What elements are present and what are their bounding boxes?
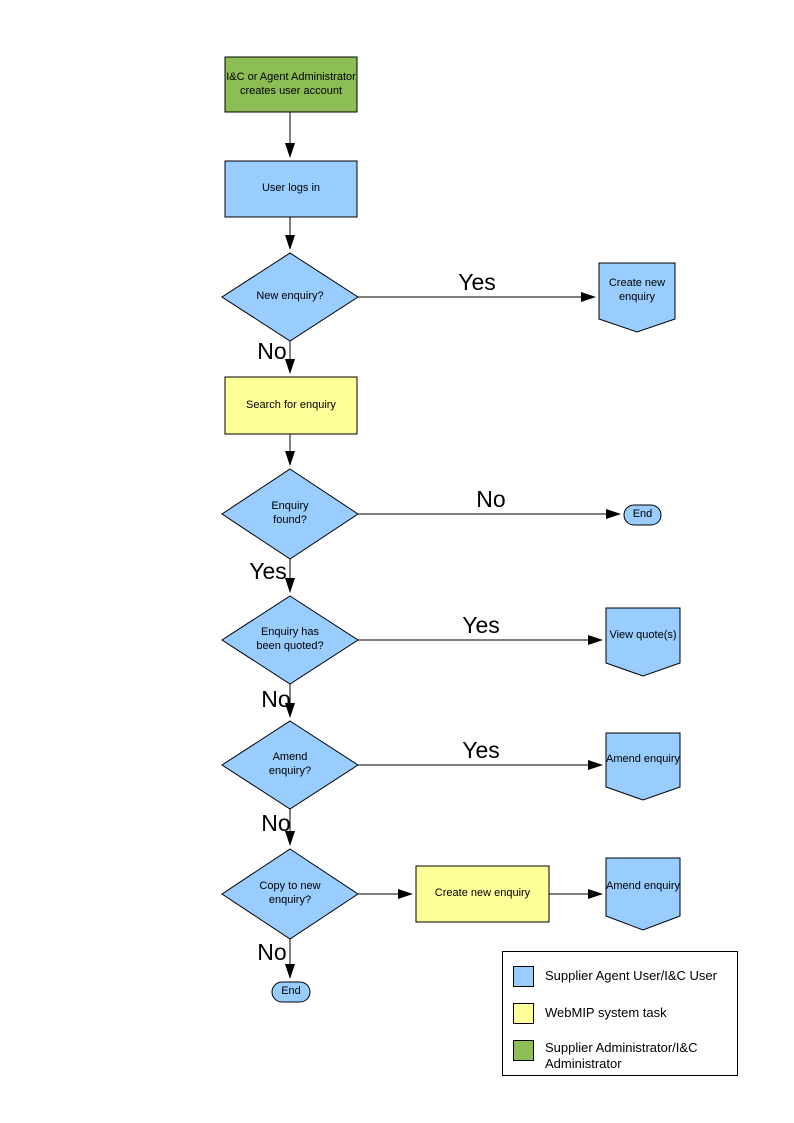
node-user-logs-in	[224, 160, 358, 218]
legend-label-system: WebMIP system task	[545, 1005, 667, 1021]
legend-swatch-user	[513, 966, 534, 987]
node-amend-enquiry-2	[605, 857, 681, 931]
node-search-for-enquiry	[224, 376, 358, 435]
node-create-new-enquiry-task	[415, 865, 550, 923]
node-amend-enquiry-1	[605, 732, 681, 801]
legend-swatch-system	[513, 1003, 534, 1024]
legend-box: Supplier Agent User/I&C User WebMIP syst…	[502, 951, 738, 1076]
decision-enquiry-found	[221, 468, 359, 560]
legend-label-user: Supplier Agent User/I&C User	[545, 968, 717, 984]
legend-swatch-admin	[513, 1040, 534, 1061]
decision-amend-enquiry	[221, 720, 359, 810]
node-view-quotes	[605, 607, 681, 677]
decision-copy-to-new	[221, 848, 359, 940]
legend-item-system: WebMIP system task	[513, 1003, 735, 1024]
decision-new-enquiry	[221, 252, 359, 342]
node-create-account	[224, 56, 358, 113]
legend-item-user: Supplier Agent User/I&C User	[513, 966, 735, 987]
node-create-new-enquiry-target	[598, 262, 676, 333]
decision-enquiry-quoted	[221, 595, 359, 685]
terminator-end-top	[623, 504, 662, 526]
terminator-end-bottom	[271, 981, 311, 1003]
legend-item-admin: Supplier Administrator/I&C Administrator	[513, 1040, 735, 1073]
connectors	[285, 112, 621, 979]
legend-label-admin: Supplier Administrator/I&C Administrator	[545, 1040, 698, 1072]
